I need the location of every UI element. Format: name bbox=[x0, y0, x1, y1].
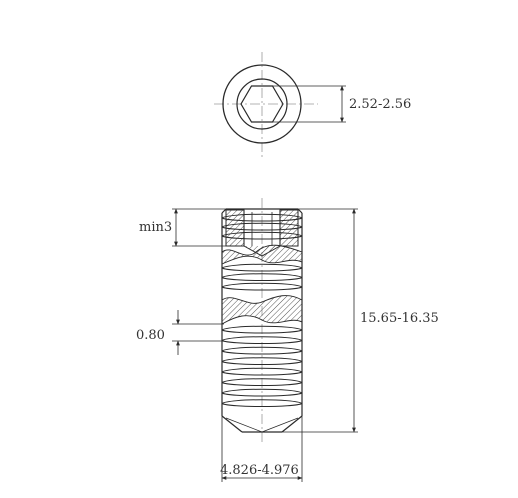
pitch-label: 0.80 bbox=[136, 328, 165, 343]
thread-crest bbox=[221, 263, 303, 272]
thread-crest bbox=[221, 378, 303, 386]
side-view: min3 0.80 15.65-16.35 4.826-4.976 bbox=[136, 198, 439, 482]
thread-crest bbox=[221, 399, 303, 407]
thread-crest bbox=[221, 222, 303, 231]
hex-socket-dimension-label: 2.52-2.56 bbox=[349, 97, 411, 112]
thread-crest bbox=[221, 213, 303, 222]
thread-crest bbox=[221, 282, 303, 291]
thread-crest bbox=[221, 336, 303, 344]
thread-crest bbox=[221, 346, 303, 355]
top-view: 2.52-2.56 bbox=[214, 52, 411, 158]
min-depth-label: min3 bbox=[139, 220, 172, 235]
thread-crest bbox=[221, 273, 303, 281]
diameter-label: 4.826-4.976 bbox=[220, 463, 299, 478]
outer-circle bbox=[222, 64, 302, 144]
thread-lines bbox=[221, 213, 303, 407]
thread-crest bbox=[221, 367, 303, 376]
thread-crest bbox=[221, 388, 303, 397]
upper-break-line bbox=[221, 244, 303, 265]
length-label: 15.65-16.35 bbox=[360, 311, 439, 326]
thread-crest bbox=[221, 325, 303, 334]
inner-circle bbox=[236, 78, 288, 130]
thread-crest bbox=[221, 357, 303, 365]
lower-break-line bbox=[221, 295, 303, 325]
thread-crest bbox=[221, 231, 303, 240]
